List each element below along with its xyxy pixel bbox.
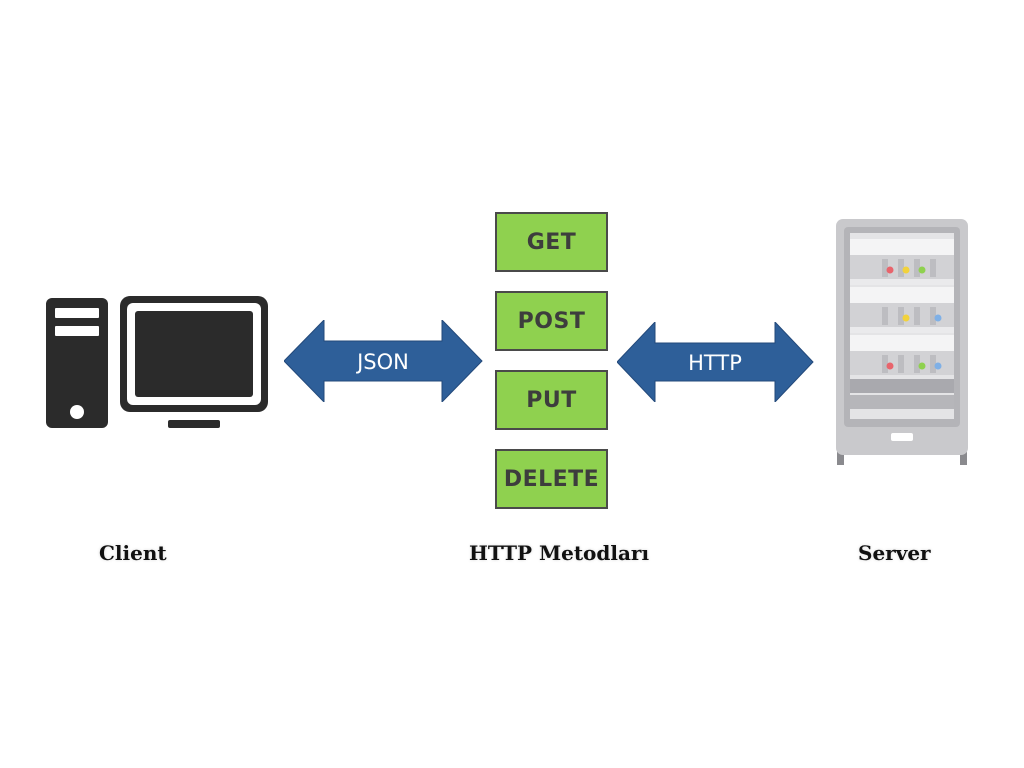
client-caption: Client [99, 541, 167, 565]
server-rack-icon [836, 219, 968, 465]
json-double-arrow: JSON [284, 320, 483, 402]
method-post-label: POST [517, 308, 586, 334]
method-get-label: GET [526, 229, 577, 255]
http-label: HTTP [688, 351, 742, 375]
json-label: JSON [355, 350, 409, 374]
method-get: GET [495, 212, 608, 272]
methods-caption: HTTP Metodları [469, 541, 650, 565]
method-put: PUT [495, 370, 608, 430]
method-put-label: PUT [526, 387, 577, 413]
method-post: POST [495, 291, 608, 351]
desktop-computer-icon [46, 296, 268, 428]
method-delete: DELETE [495, 449, 608, 509]
http-double-arrow: HTTP [617, 322, 814, 402]
server-caption: Server [858, 541, 931, 565]
method-delete-label: DELETE [503, 466, 600, 492]
